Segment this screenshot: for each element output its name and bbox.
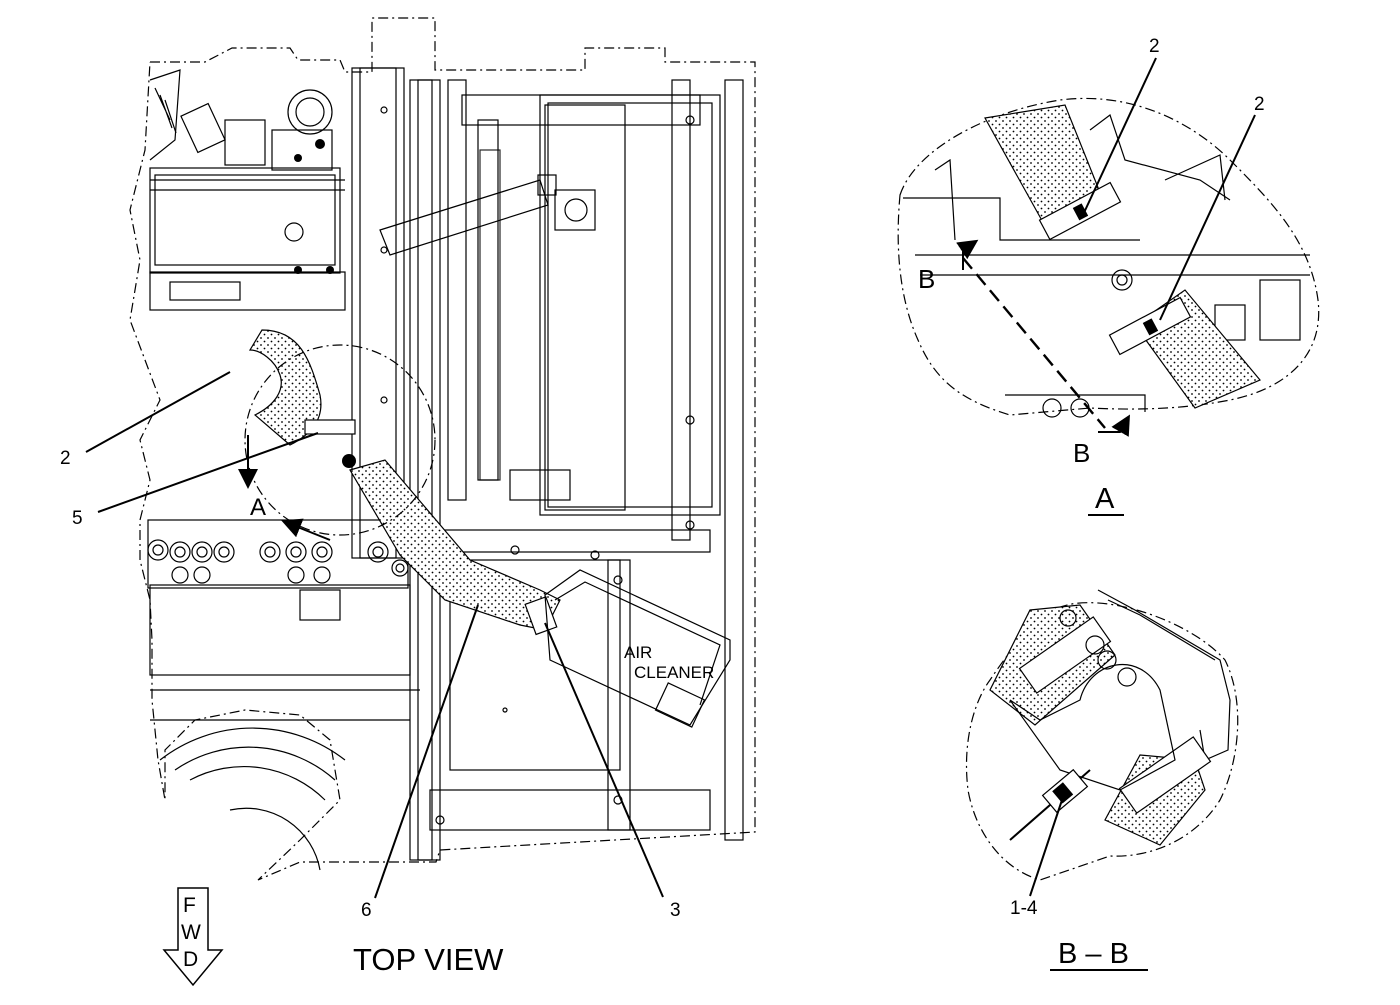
engine-block [149, 69, 346, 311]
forward-arrow-icon: F W D [162, 887, 224, 987]
section-marker-b-top: B [918, 264, 935, 294]
air-cleaner: AIR CLEANER [544, 569, 731, 728]
callout-5: 5 [72, 508, 83, 529]
frame-rails [351, 67, 744, 861]
detail-a-boundary [244, 344, 436, 536]
section-marker-b-bottom: B [1073, 438, 1090, 468]
section-bb: 1-4 B – B [965, 589, 1239, 971]
section-bb-leader-1-4 [1029, 799, 1063, 897]
valve-bank [147, 519, 411, 676]
leader-6 [374, 604, 479, 899]
section-bb-callout-1-4: 1-4 [1010, 898, 1038, 919]
top-view-title: TOP VIEW [353, 942, 504, 977]
radiator-core [379, 104, 626, 511]
fasteners [342, 106, 695, 825]
fwd-letter-d: D [183, 948, 198, 971]
detail-a-callout-2b: 2 [1254, 94, 1265, 115]
view-a-marker: A [250, 494, 266, 521]
callout-2: 2 [60, 448, 71, 469]
swing-bearing [150, 689, 420, 871]
callout-3: 3 [670, 900, 681, 921]
section-bb-outline [965, 602, 1239, 881]
air-cleaner-label-line1: AIR [624, 643, 652, 662]
detail-a-callout-2a: 2 [1149, 36, 1160, 57]
top-view-outline [129, 17, 756, 881]
air-cleaner-label-line2: CLEANER [634, 663, 714, 682]
detail-a-outline [897, 98, 1320, 416]
detail-a-leader-2b [1159, 114, 1256, 321]
leader-2 [85, 371, 231, 453]
section-bb-title: B – B [1058, 938, 1129, 970]
callout-6: 6 [361, 900, 372, 921]
leader-3 [544, 622, 664, 898]
fwd-letter-f: F [183, 894, 196, 917]
detail-a: B B 2 2 A [897, 36, 1320, 516]
fwd-letter-w: W [181, 921, 201, 944]
intake-hose [248, 329, 561, 636]
detail-a-title: A [1095, 483, 1115, 515]
leader-5 [97, 432, 319, 513]
view-a-arrow-left [281, 518, 331, 541]
top-view: AIR CLEANER A 2 5 [60, 17, 756, 987]
detail-a-leader-2a [1081, 57, 1157, 218]
